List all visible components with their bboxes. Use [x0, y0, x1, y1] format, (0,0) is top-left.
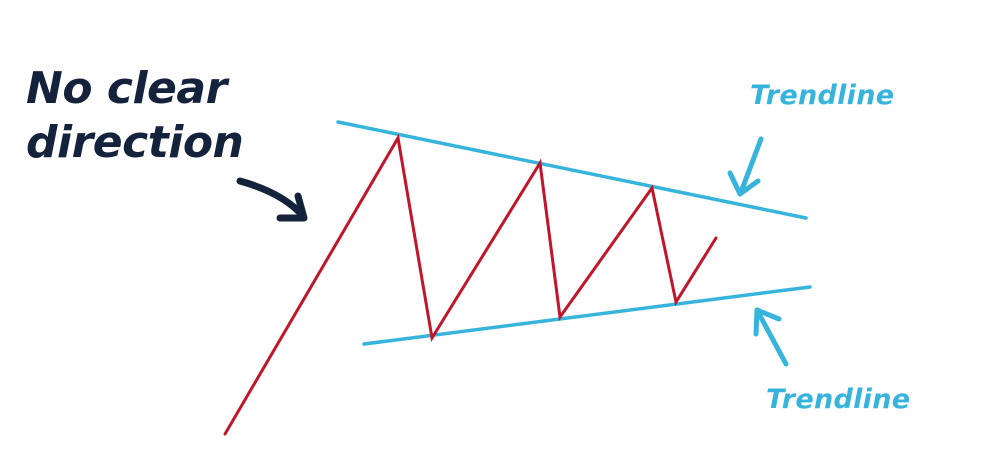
no-clear-direction-annotation: No clear direction: [26, 62, 266, 170]
upper-trendline-label: Trendline: [750, 80, 895, 111]
upper-trendline: [336, 120, 808, 220]
annotation-line-2: direction: [26, 117, 244, 168]
lower-trendline-arrow-icon: [753, 307, 789, 367]
lower-trendline-label: Trendline: [766, 384, 911, 415]
price-line: [223, 133, 718, 436]
lower-trendline: [362, 285, 812, 346]
upper-trendline-arrow-icon: [727, 136, 764, 197]
annotation-line-1: No clear: [26, 63, 227, 114]
annotation-arrow-icon: [236, 177, 308, 222]
